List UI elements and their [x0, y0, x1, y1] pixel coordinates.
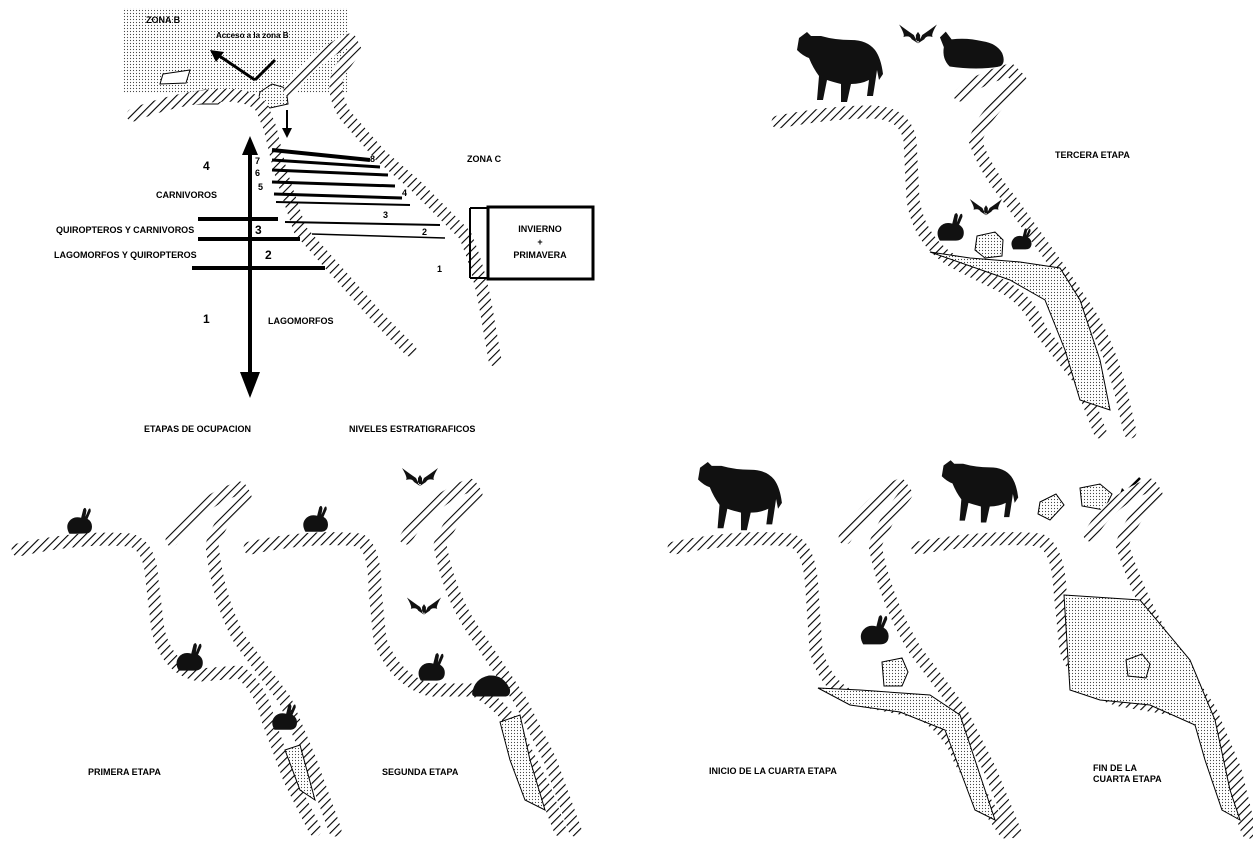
- panel-title-line1: FIN DE LA: [1093, 763, 1137, 773]
- stage-label: LAGOMORFOS: [268, 316, 334, 326]
- bat-icon: [407, 598, 441, 615]
- level-label: 8: [370, 154, 375, 164]
- axis-label-levels: NIVELES ESTRATIGRAFICOS: [349, 424, 475, 434]
- stage-number: 2: [265, 248, 272, 262]
- fox-icon: [940, 32, 1004, 69]
- stage-number: 3: [255, 223, 262, 237]
- level-label: 6: [255, 168, 260, 178]
- level-label: 3: [383, 210, 388, 220]
- axis-label-stages: ETAPAS DE OCUPACION: [144, 424, 251, 434]
- season-line3: PRIMAVERA: [513, 250, 567, 260]
- panel-title: TERCERA ETAPA: [1055, 150, 1130, 160]
- season-line2: +: [537, 237, 542, 247]
- stage-label: CARNIVOROS: [156, 190, 217, 200]
- panel-title: PRIMERA ETAPA: [88, 767, 161, 777]
- bat-icon: [970, 199, 1002, 215]
- panel-title: INICIO DE LA CUARTA ETAPA: [709, 766, 837, 776]
- sediment-fill: [930, 252, 1110, 410]
- stage-number: 1: [203, 312, 210, 326]
- season-line1: INVIERNO: [518, 224, 562, 234]
- bat-icon: [402, 468, 438, 486]
- wolf-icon: [942, 460, 1018, 522]
- rock-icon: [975, 232, 1003, 258]
- stage-label: LAGOMORFOS Y QUIROPTEROS: [54, 250, 197, 260]
- level-label: 4: [402, 188, 407, 198]
- acceso-label: Acceso a la zona B: [216, 31, 289, 40]
- sediment-fill: [818, 688, 995, 820]
- rabbit-icon: [67, 508, 92, 534]
- cave-wall-right: [406, 485, 575, 830]
- level-label: 1: [437, 264, 442, 274]
- rabbit-icon: [419, 653, 445, 681]
- panel-tercera-etapa: TERCERA ETAPA: [778, 25, 1130, 433]
- stage-label: QUIROPTEROS Y CARNIVOROS: [56, 225, 194, 235]
- rabbit-icon: [938, 213, 964, 241]
- panel-title-line2: CUARTA ETAPA: [1093, 774, 1162, 784]
- rabbit-icon: [177, 643, 203, 671]
- bat-icon: [899, 25, 937, 44]
- zona-c-label: ZONA C: [467, 154, 502, 164]
- wolf-icon: [797, 32, 883, 102]
- stage-number: 4: [203, 159, 210, 173]
- rock-icon: [882, 658, 908, 686]
- rabbit-icon: [861, 615, 889, 644]
- main-cross-section: ZONA B Acceso a la zona B 7 6 5 8 4 3: [54, 8, 593, 434]
- zona-b-label: ZONA B: [146, 15, 181, 25]
- level-label: 7: [255, 156, 260, 166]
- level-label: 5: [258, 182, 263, 192]
- wolf-icon: [698, 462, 782, 530]
- cave-wall-left: [674, 539, 1005, 832]
- level-label: 2: [422, 227, 427, 237]
- arrow-icon: [240, 372, 260, 398]
- panel-title: SEGUNDA ETAPA: [382, 767, 459, 777]
- rock-icon: [1038, 494, 1064, 520]
- rabbit-icon: [1011, 228, 1031, 249]
- rabbit-icon: [303, 506, 328, 532]
